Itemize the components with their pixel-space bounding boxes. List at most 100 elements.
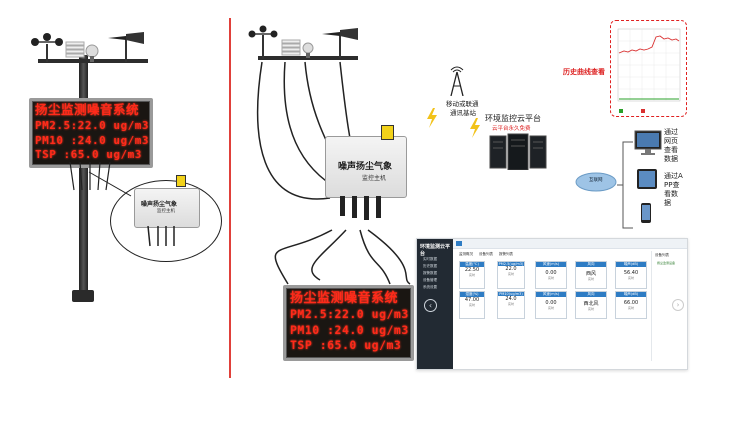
- sidebar-item-device[interactable]: 设备管理: [423, 278, 437, 282]
- cell-tower-icon: [450, 66, 464, 96]
- left-controller-title: 噪声扬尘气象: [141, 201, 178, 208]
- tile-winddir-2: 风向 西北风 实时: [575, 291, 607, 319]
- main-controller-connectors: [340, 196, 381, 220]
- tile-sub: 实时: [507, 302, 514, 306]
- left-scene: 扬尘监测噪音系统 PM2.5:22.0 ug/m3 PM10 :24.0 ug/…: [0, 0, 225, 428]
- tile-value: 0.00: [545, 300, 557, 306]
- phone-icon: [641, 203, 651, 223]
- prev-arrow-icon[interactable]: ‹: [424, 299, 437, 312]
- bottom-led-pm25: PM2.5:22.0 ug/m3: [290, 307, 409, 321]
- tile-sub: 实时: [507, 272, 514, 276]
- tile-temperature: 温度(℃) 22.50 实时: [459, 261, 485, 289]
- legend-red-icon: [641, 109, 645, 113]
- tile-sub: 实时: [547, 276, 554, 280]
- tab-devices[interactable]: 设备列表: [479, 252, 493, 256]
- tile-head: 风向: [576, 292, 606, 297]
- left-controller-cables: [147, 226, 175, 247]
- sidebar-item-alarm[interactable]: 报警数据: [423, 271, 437, 275]
- tile-pm10: PM10(ug/m3) 24.0 实时: [497, 291, 525, 319]
- tile-winddir: 风向 西风 实时: [575, 261, 607, 289]
- tile-humidity: 湿度(%) 47.00 实时: [459, 291, 485, 319]
- tile-value: 24.0: [505, 296, 517, 302]
- tile-value: 西风: [585, 271, 596, 277]
- history-chart-panel: [610, 20, 687, 117]
- tile-head: 湿度(%): [460, 292, 484, 297]
- tile-value: 22.0: [505, 266, 517, 272]
- tile-sub: 实时: [627, 306, 634, 310]
- center-dust-sensor-icon: [302, 42, 314, 58]
- center-anemometer-icon: [248, 25, 278, 59]
- tab-alarms[interactable]: 报警列表: [499, 252, 513, 256]
- tile-value: 56.40: [623, 270, 639, 276]
- bottom-led-pm10: PM10 :24.0 ug/m3: [290, 323, 409, 337]
- center-wind-vane-icon: [322, 28, 358, 58]
- bottom-led-title: 扬尘监测噪音系统: [290, 291, 399, 306]
- bottom-led-tsp: TSP :65.0 ug/m3: [290, 338, 402, 352]
- left-controller-box: 噪声扬尘气象 监控主机: [134, 188, 200, 228]
- sidebar-item-settings[interactable]: 系统设置: [423, 285, 437, 289]
- internet-label: 互联网: [589, 178, 603, 183]
- tower-label-line2: 通讯基站: [450, 109, 476, 117]
- dashboard-title: 环境监测云平台: [420, 244, 451, 257]
- lightning-icon: [427, 108, 437, 128]
- left-controller-subtitle: 监控主机: [157, 209, 175, 214]
- device-tree-panel: 设备列表 扬尘监测设备 ›: [651, 251, 686, 361]
- history-label: 历史曲线查看: [563, 68, 605, 76]
- tile-noise: 噪声(dB) 56.40 实时: [615, 261, 647, 289]
- web-view-label: 通过网页查看数据: [664, 128, 678, 163]
- server-rack-icon: [489, 133, 547, 170]
- tile-head: PM10(ug/m3): [498, 292, 524, 296]
- next-arrow-icon[interactable]: ›: [672, 299, 684, 311]
- app-view-label: 通过APP查看数据: [664, 172, 683, 207]
- tile-value: 22.50: [464, 267, 480, 273]
- gprs-module-icon: [381, 125, 394, 140]
- board-cables: [69, 162, 111, 191]
- tile-head: 风向: [576, 262, 606, 267]
- tile-value: 西北风: [583, 301, 599, 307]
- tile-head: 风速(m/s): [536, 292, 566, 297]
- tile-windspeed: 风速(m/s) 0.00 实时: [535, 261, 567, 289]
- tile-head: 噪声(dB): [616, 292, 646, 297]
- lightning-icon-2: [470, 118, 480, 138]
- tile-head: PM2.5(ug/m3): [498, 262, 524, 266]
- dashboard-topbar: [453, 239, 687, 249]
- device-tree-item[interactable]: 扬尘监测设备: [657, 261, 676, 265]
- main-controller-title: 噪声扬尘气象: [338, 162, 393, 172]
- sidebar-item-history[interactable]: 历史数据: [423, 264, 437, 268]
- home-tab-icon[interactable]: [456, 241, 462, 246]
- sidebar-item-realtime[interactable]: 实时数据: [423, 257, 437, 261]
- tile-head: 噪声(dB): [616, 262, 646, 267]
- tile-head: 风速(m/s): [536, 262, 566, 267]
- tab-overview[interactable]: 监测概况: [459, 252, 473, 256]
- pole: [79, 55, 88, 300]
- main-controller-subtitle: 监控主机: [362, 175, 387, 182]
- center-louver-icon: [281, 39, 301, 56]
- yellow-module-icon: [176, 175, 186, 187]
- bottom-led-display: 扬尘监测噪音系统 PM2.5:22.0 ug/m3 PM10 :24.0 ug/…: [283, 285, 414, 361]
- led-pm25: PM2.5:22.0 ug/m3: [35, 119, 149, 132]
- pole-base: [72, 290, 94, 302]
- controller-callout: [110, 180, 222, 262]
- callout-connector: [88, 171, 132, 197]
- history-chart-graph: [617, 28, 681, 102]
- tile-sub: 实时: [468, 273, 475, 277]
- tower-label-line1: 移动或联通: [446, 100, 479, 108]
- tile-sub: 实时: [587, 277, 594, 281]
- device-tree-title: 设备列表: [655, 253, 669, 257]
- cloud-dashboard: 环境监测云平台 实时数据 历史数据 报警数据 设备管理 系统设置 ‹ 监测概况 …: [416, 238, 688, 370]
- scene-divider: [229, 18, 231, 378]
- led-title: 扬尘监测噪音系统: [35, 102, 140, 117]
- tile-value: 66.00: [623, 300, 639, 306]
- tile-pm25: PM2.5(ug/m3) 22.0 实时: [497, 261, 525, 289]
- louver-sensor-icon: [65, 41, 85, 58]
- led-display-board: 扬尘监测噪音系统 PM2.5:22.0 ug/m3 PM10 :24.0 ug/…: [29, 98, 153, 168]
- wind-vane-icon: [108, 32, 144, 62]
- tablet-icon: [637, 169, 657, 189]
- tile-value: 47.00: [464, 297, 480, 303]
- cloud-platform-subtitle: 云平台永久免费: [492, 126, 531, 132]
- monitor-icon: [634, 130, 662, 155]
- led-tsp: TSP :65.0 ug/m3: [35, 148, 142, 161]
- dust-sensor-icon: [85, 44, 99, 62]
- legend-green-icon: [619, 109, 623, 113]
- internet-cloud-icon: [575, 172, 617, 192]
